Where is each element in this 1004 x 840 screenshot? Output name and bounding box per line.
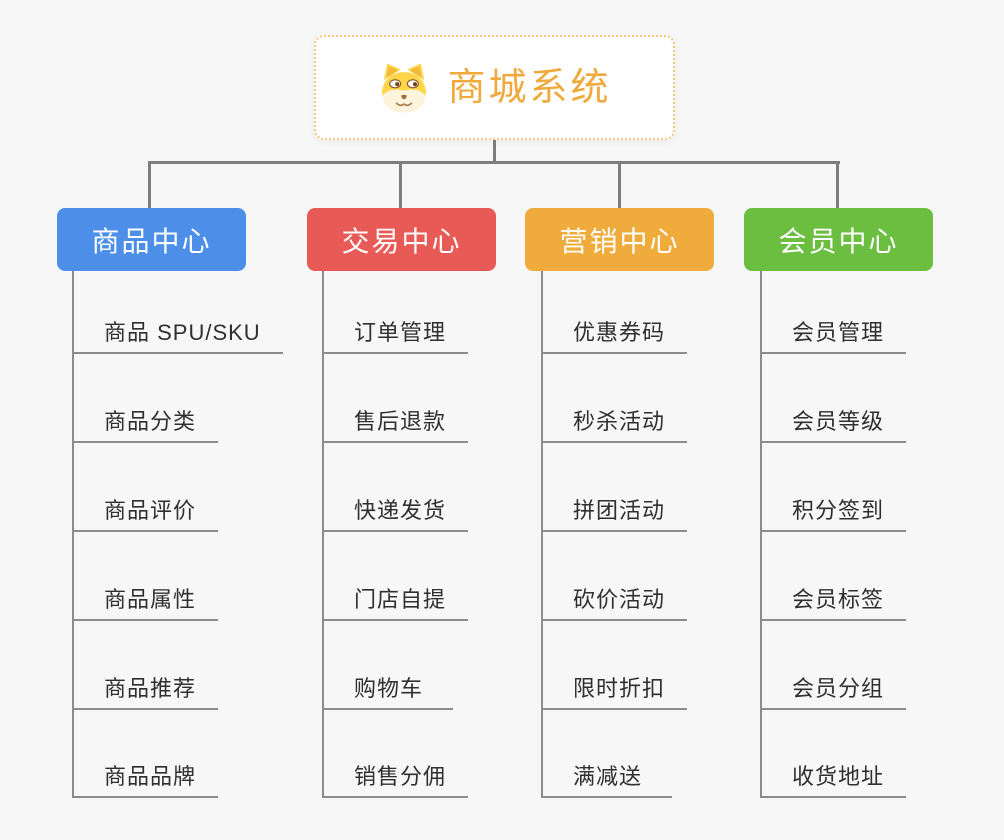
branch-bus-line: [148, 161, 840, 164]
child-topic[interactable]: 会员管理: [760, 316, 907, 354]
child-topic[interactable]: 限时折扣: [541, 672, 688, 710]
shiba-dog-icon: [382, 63, 427, 112]
child-topic[interactable]: 商品 SPU/SKU: [72, 316, 283, 354]
child-topic[interactable]: 商品属性: [72, 583, 219, 621]
child-topic[interactable]: 商品推荐: [72, 672, 219, 710]
child-topic[interactable]: 快递发货: [322, 494, 469, 532]
branch-node-product-center[interactable]: 商品中心: [57, 208, 246, 271]
branch-node-member-center[interactable]: 会员中心: [744, 208, 933, 271]
root-node-title: 商城系统: [447, 66, 612, 109]
child-topic[interactable]: 销售分佣: [322, 760, 469, 798]
branch-label: 会员中心: [778, 225, 899, 257]
root-node-mall-system[interactable]: 商城系统: [314, 35, 675, 140]
child-topic[interactable]: 满减送: [541, 760, 672, 798]
children-trunk-line: [72, 271, 74, 798]
child-topic[interactable]: 订单管理: [322, 316, 469, 354]
branch-label: 交易中心: [341, 225, 462, 257]
child-topic[interactable]: 积分签到: [760, 494, 907, 532]
branch-node-trade-center[interactable]: 交易中心: [307, 208, 496, 271]
children-trunk-line: [322, 271, 324, 798]
branch-drop-line: [399, 161, 402, 208]
branch-label: 营销中心: [559, 225, 680, 257]
child-topic[interactable]: 会员标签: [760, 583, 907, 621]
child-topic[interactable]: 商品分类: [72, 405, 219, 443]
children-trunk-line: [760, 271, 762, 798]
child-topic[interactable]: 拼团活动: [541, 494, 688, 532]
child-topic[interactable]: 售后退款: [322, 405, 469, 443]
branch-label: 商品中心: [91, 225, 212, 257]
child-topic[interactable]: 砍价活动: [541, 583, 688, 621]
branch-node-marketing-center[interactable]: 营销中心: [525, 208, 714, 271]
child-topic[interactable]: 门店自提: [322, 583, 469, 621]
branch-drop-line: [618, 161, 621, 208]
children-trunk-line: [541, 271, 543, 798]
child-topic[interactable]: 优惠券码: [541, 316, 688, 354]
branch-drop-line: [148, 161, 151, 208]
child-topic[interactable]: 秒杀活动: [541, 405, 688, 443]
child-topic[interactable]: 商品品牌: [72, 760, 219, 798]
child-topic[interactable]: 商品评价: [72, 494, 219, 532]
branch-drop-line: [836, 161, 839, 208]
child-topic[interactable]: 收货地址: [760, 760, 907, 798]
child-topic[interactable]: 会员分组: [760, 672, 907, 710]
child-topic[interactable]: 购物车: [322, 672, 453, 710]
child-topic[interactable]: 会员等级: [760, 405, 907, 443]
root-connector-line: [493, 139, 496, 162]
